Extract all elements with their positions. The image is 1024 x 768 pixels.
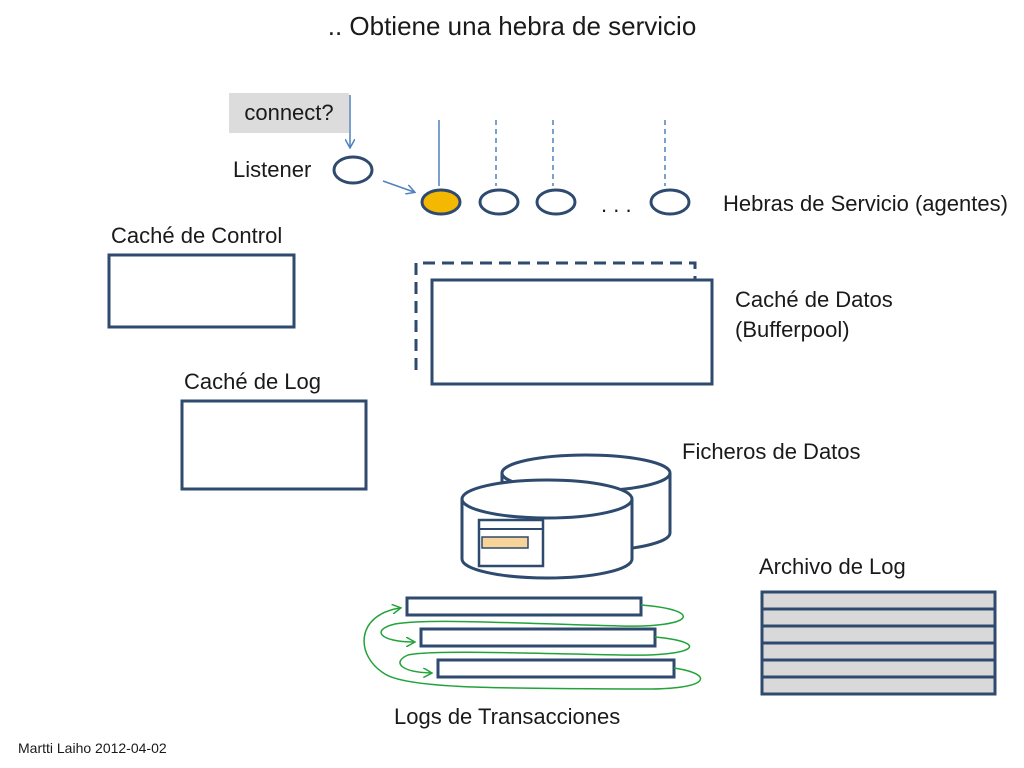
service-threads-label: Hebras de Servicio (agentes) xyxy=(723,191,1008,216)
transaction-log-2 xyxy=(419,627,657,648)
log-cache-label: Caché de Log xyxy=(184,369,321,394)
connect-label: connect? xyxy=(229,93,349,133)
data-cache-box xyxy=(430,278,714,386)
service-thread xyxy=(649,188,691,216)
service-thread-active xyxy=(420,188,462,216)
footer-credit: Martti Laiho 2012-04-02 xyxy=(18,740,167,756)
log-cycle-arrow xyxy=(380,604,684,642)
service-thread xyxy=(535,188,577,216)
transaction-log-1 xyxy=(405,596,643,617)
data-cache-sublabel: (Bufferpool) xyxy=(735,317,850,342)
control-cache-box xyxy=(107,253,296,329)
log-archive-label: Archivo de Log xyxy=(759,554,906,579)
log-cycle-arrow xyxy=(399,636,691,673)
listener-label: Listener xyxy=(233,157,312,182)
data-page-icon xyxy=(477,518,545,568)
transaction-log-3 xyxy=(436,658,676,679)
log-archive-stack xyxy=(760,590,997,696)
data-cache-label: Caché de Datos xyxy=(735,287,893,312)
listener-to-thread-arrow xyxy=(382,180,414,192)
slide-title: .. Obtiene una hebra de servicio xyxy=(327,11,697,41)
service-thread xyxy=(478,188,520,216)
ellipsis-label: . . . xyxy=(601,192,632,217)
listener-node xyxy=(332,155,374,185)
control-cache-label: Caché de Control xyxy=(111,223,283,248)
transaction-logs-label: Logs de Transacciones xyxy=(394,704,621,729)
log-cache-box xyxy=(180,399,368,491)
data-files-label: Ficheros de Datos xyxy=(682,439,861,464)
log-cycle-arrow xyxy=(363,608,702,690)
